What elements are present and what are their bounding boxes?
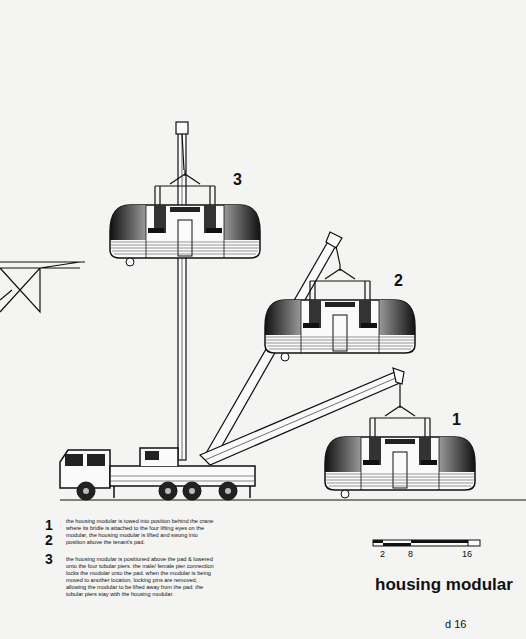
step-note: the housing modular is positioned above … (66, 556, 216, 598)
scale-number: 2 (380, 550, 385, 559)
callout-number: 1 (452, 412, 461, 428)
step-number: 3 (45, 552, 53, 566)
step-number: 2 (45, 533, 53, 547)
step-number: 1 (45, 518, 53, 532)
title: housing modular (375, 576, 513, 593)
step-note: the housing modular is towed into positi… (66, 518, 216, 546)
scale-number: 16 (462, 550, 472, 559)
drawing-number: d 16 (445, 619, 466, 630)
callout-number: 2 (394, 273, 403, 289)
scale-number: 8 (408, 550, 413, 559)
callout-number: 3 (233, 172, 242, 188)
